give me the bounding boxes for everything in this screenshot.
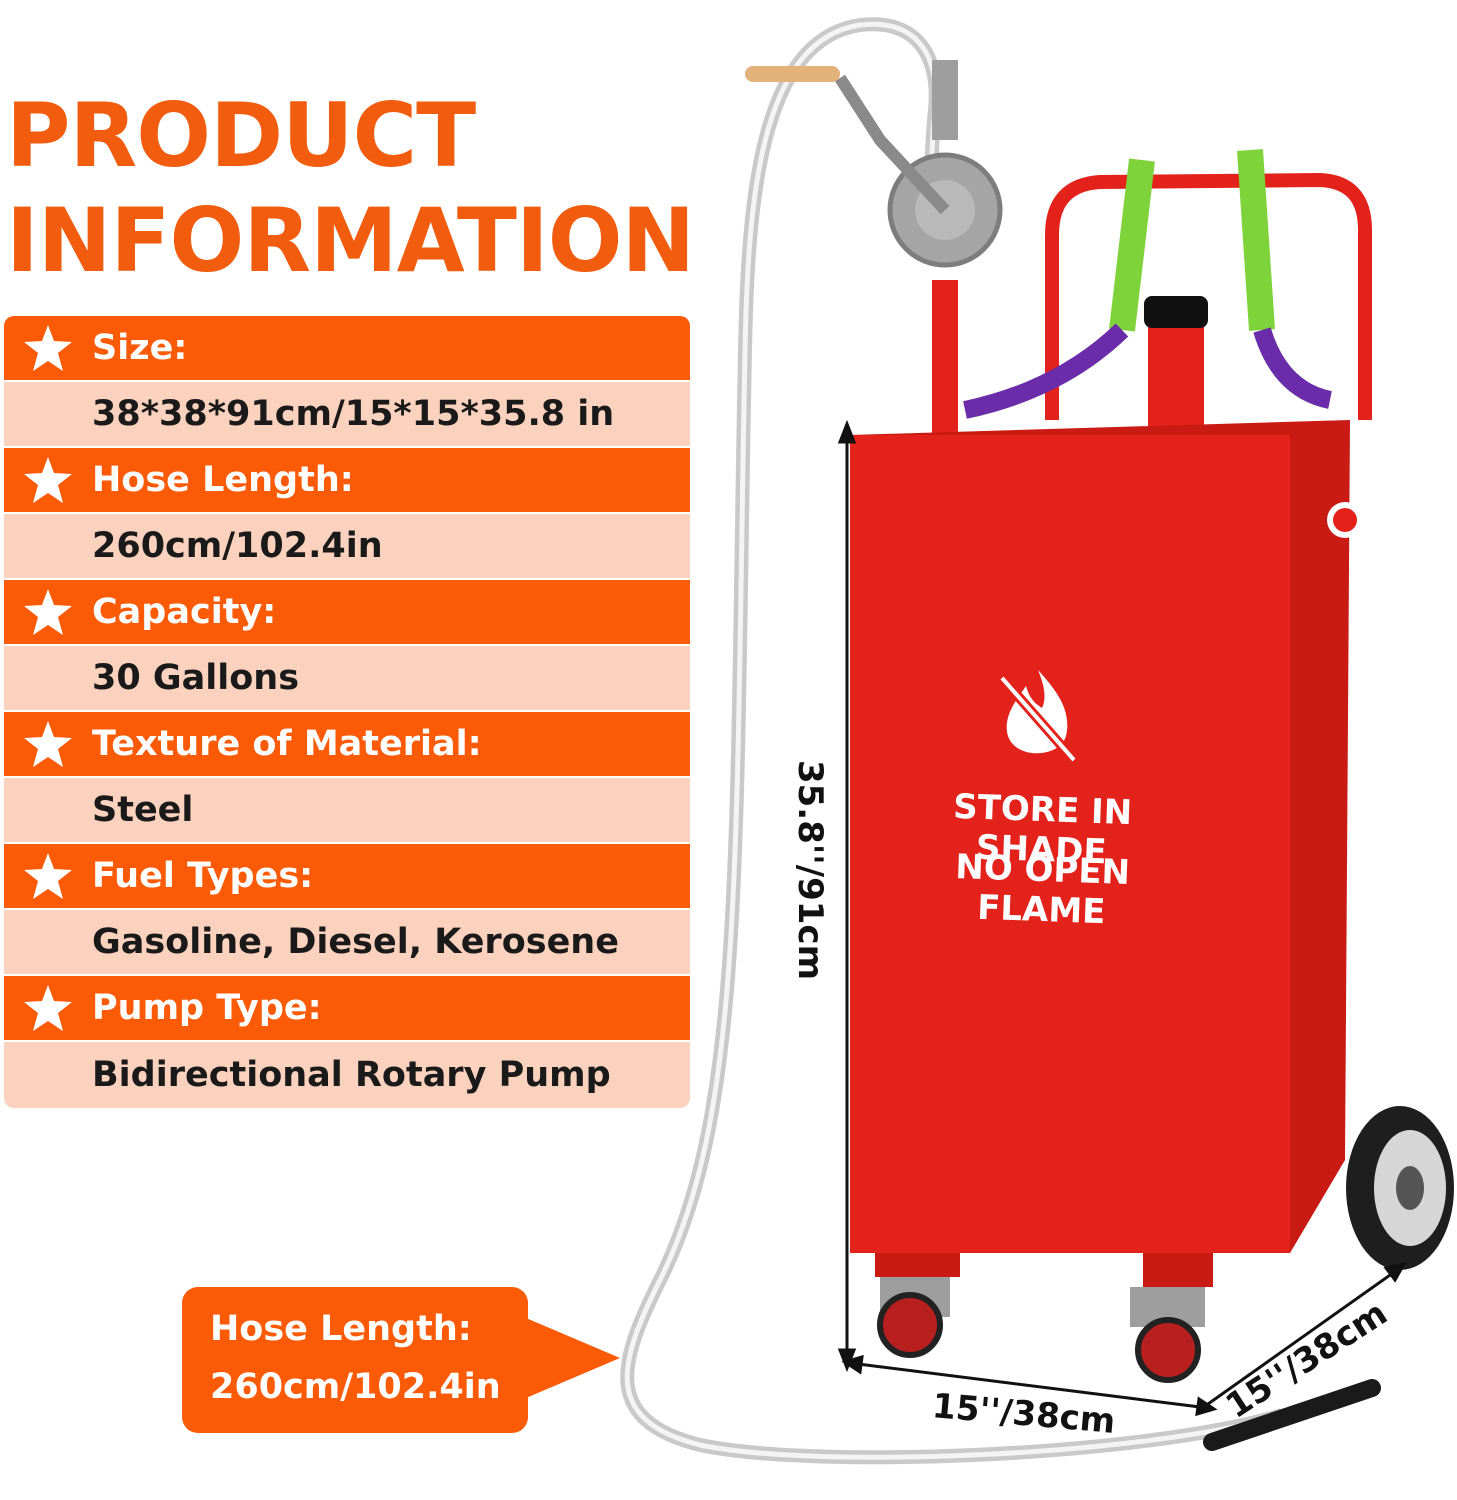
front-caster-left bbox=[875, 1253, 960, 1358]
spec-hose-label-row: Hose Length: bbox=[4, 448, 690, 514]
spec-material-value-row: Steel bbox=[4, 778, 690, 844]
rear-wheel bbox=[1346, 1106, 1454, 1270]
tank-side bbox=[1290, 420, 1350, 1253]
dimension-width bbox=[841, 1354, 1218, 1417]
purple-strap bbox=[963, 323, 1333, 419]
star-icon bbox=[4, 589, 92, 635]
tank-warning-line-2: NO OPEN FLAME bbox=[954, 846, 1131, 933]
hose-length-callout: Hose Length: 260cm/102.4in bbox=[182, 1287, 528, 1433]
callout-pointer bbox=[526, 1318, 620, 1398]
spec-label: Capacity: bbox=[92, 592, 277, 632]
spec-fuel-value-row: Gasoline, Diesel, Kerosene bbox=[4, 910, 690, 976]
spec-label: Hose Length: bbox=[92, 460, 354, 500]
star-icon bbox=[4, 325, 92, 371]
star-icon bbox=[4, 853, 92, 899]
no-flame-icon bbox=[998, 670, 1078, 764]
spec-value: Gasoline, Diesel, Kerosene bbox=[92, 922, 619, 962]
spec-label: Fuel Types: bbox=[92, 856, 314, 896]
front-caster-right bbox=[1130, 1253, 1213, 1383]
dimension-depth bbox=[1207, 1261, 1407, 1406]
dimension-height bbox=[837, 419, 857, 1373]
star-icon bbox=[4, 985, 92, 1031]
spec-size-value-row: 38*38*91cm/15*15*35.8 in bbox=[4, 382, 690, 448]
spec-capacity-value-row: 30 Gallons bbox=[4, 646, 690, 712]
star-icon bbox=[4, 457, 92, 503]
spec-size-label-row: Size: bbox=[4, 316, 690, 382]
callout-line-2: 260cm/102.4in bbox=[210, 1367, 501, 1407]
dimension-height-label: 35.8''/91cm bbox=[790, 759, 831, 981]
spec-label: Size: bbox=[92, 328, 188, 368]
spec-fuel-label-row: Fuel Types: bbox=[4, 844, 690, 910]
spec-label: Texture of Material: bbox=[92, 724, 482, 764]
rotary-pump bbox=[745, 60, 1003, 268]
side-no-flame-icon bbox=[1327, 502, 1363, 538]
spec-pump-value-row: Bidirectional Rotary Pump bbox=[4, 1042, 690, 1108]
spec-hose-value-row: 260cm/102.4in bbox=[4, 514, 690, 580]
spec-value: Steel bbox=[92, 790, 194, 830]
spec-value: 38*38*91cm/15*15*35.8 in bbox=[92, 394, 615, 434]
spec-value: 30 Gallons bbox=[92, 658, 300, 698]
pump-stem bbox=[932, 280, 958, 440]
green-strap bbox=[1109, 149, 1275, 332]
star-icon bbox=[4, 721, 92, 767]
spec-material-label-row: Texture of Material: bbox=[4, 712, 690, 778]
tank-front bbox=[850, 435, 1290, 1253]
spec-list: Size: 38*38*91cm/15*15*35.8 in Hose Leng… bbox=[4, 316, 690, 1108]
nozzle bbox=[1203, 1379, 1381, 1451]
spec-capacity-label-row: Capacity: bbox=[4, 580, 690, 646]
spec-pump-label-row: Pump Type: bbox=[4, 976, 690, 1042]
title-line-2: INFORMATION bbox=[6, 189, 695, 292]
handle-frame bbox=[1045, 172, 1372, 420]
spec-label: Pump Type: bbox=[92, 988, 322, 1028]
title-line-1: PRODUCT bbox=[6, 84, 476, 187]
spec-value: 260cm/102.4in bbox=[92, 526, 383, 566]
fill-neck bbox=[1148, 322, 1204, 432]
callout-line-1: Hose Length: bbox=[210, 1309, 472, 1349]
spec-value: Bidirectional Rotary Pump bbox=[92, 1055, 611, 1095]
